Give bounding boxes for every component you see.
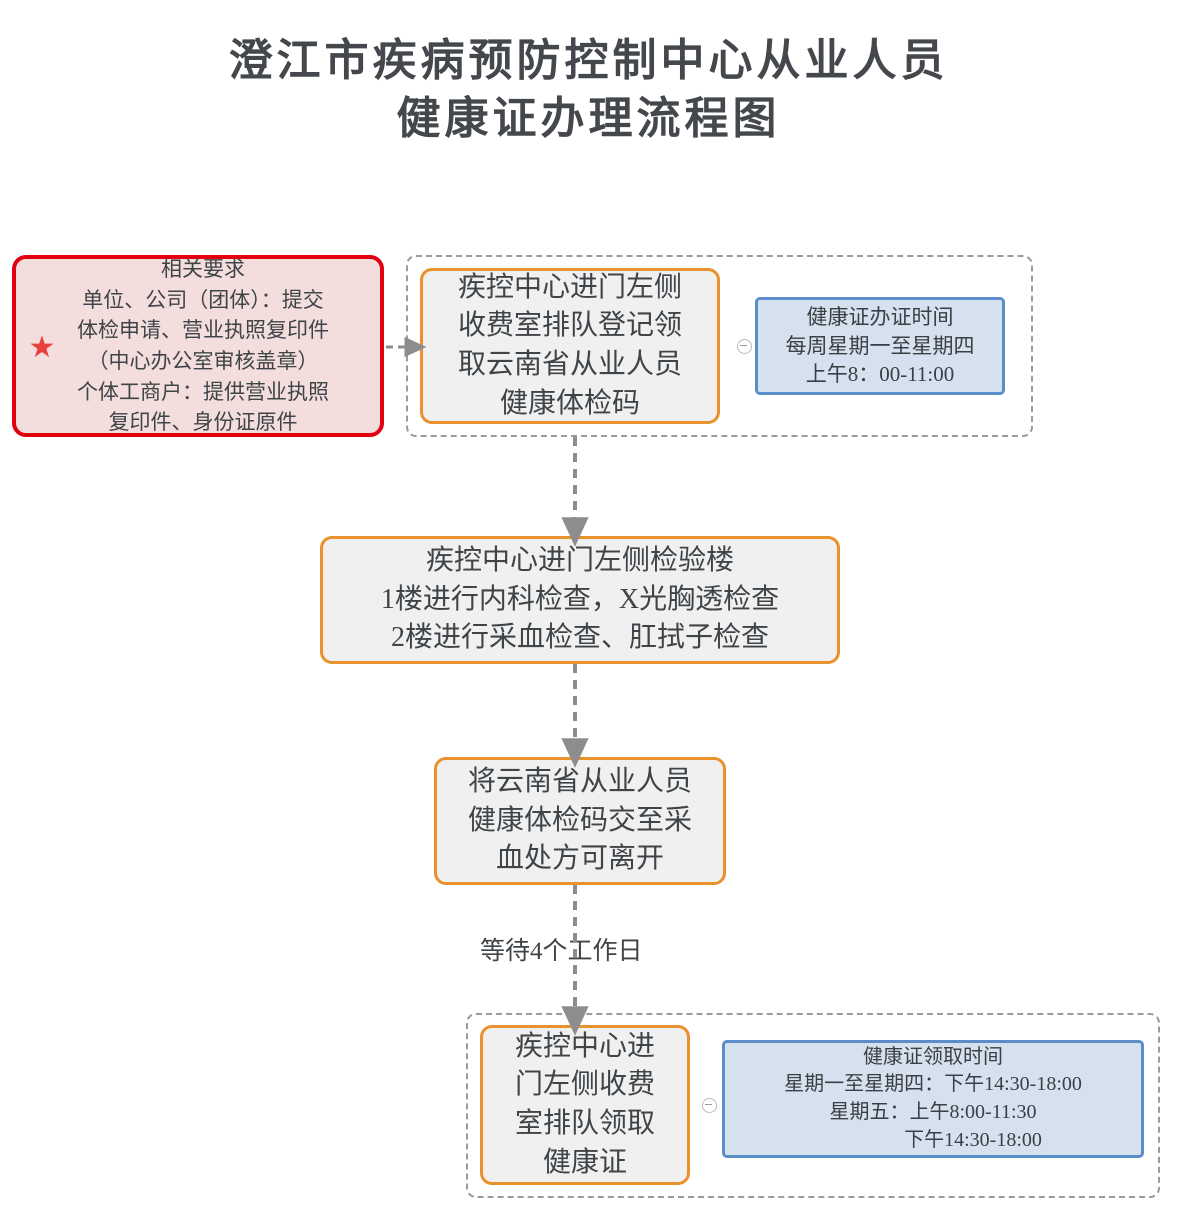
step-4-box: 疾控中心进 门左侧收费 室排队领取 健康证 <box>480 1025 690 1185</box>
page-title-line-2: 健康证办理流程图 <box>396 94 781 143</box>
step-2-text: 疾控中心进门左侧检验楼 1楼进行内科检查，X光胸透检查 2楼进行采血检查、肛拭子… <box>380 545 780 654</box>
step-1-text: 疾控中心进门左侧 收费室排队登记领 取云南省从业人员 健康体检码 <box>457 271 682 419</box>
edge-label-wait: 等待4个工作日 <box>474 931 649 967</box>
page-title-line-1: 澄江市疾病预防控制中心从业人员 <box>228 36 949 85</box>
step-4-text: 疾控中心进 门左侧收费 室排队领取 健康证 <box>514 1030 655 1178</box>
collapse-toggle-registration[interactable] <box>737 339 752 354</box>
note-apply-time-text: 健康证办证时间 每周星期一至星期四 上午8：00-11:00 <box>785 304 975 387</box>
requirements-text: 相关要求 单位、公司（团体）：提交 体检申请、营业执照复印件 （中心办公室审核盖… <box>77 257 329 435</box>
step-3-text: 将云南省从业人员 健康体检码交至采 血处方可离开 <box>467 766 692 875</box>
step-3-box: 将云南省从业人员 健康体检码交至采 血处方可离开 <box>434 757 726 885</box>
collapse-toggle-collection[interactable] <box>702 1098 717 1113</box>
star-icon: ★ <box>28 331 56 364</box>
step-2-box: 疾控中心进门左侧检验楼 1楼进行内科检查，X光胸透检查 2楼进行采血检查、肛拭子… <box>320 536 840 664</box>
group-container-collection <box>466 1013 1160 1198</box>
note-collect-time-text: 健康证领取时间 星期一至星期四：下午14:30-18:00 星期五：上午8:00… <box>784 1045 1082 1151</box>
note-apply-time-box: 健康证办证时间 每周星期一至星期四 上午8：00-11:00 <box>755 297 1005 395</box>
note-collect-time-box: 健康证领取时间 星期一至星期四：下午14:30-18:00 星期五：上午8:00… <box>722 1040 1144 1158</box>
requirements-box: 相关要求 单位、公司（团体）：提交 体检申请、营业执照复印件 （中心办公室审核盖… <box>12 255 384 437</box>
page-title: 澄江市疾病预防控制中心从业人员 健康证办理流程图 <box>0 32 1177 148</box>
step-1-box: 疾控中心进门左侧 收费室排队登记领 取云南省从业人员 健康体检码 <box>420 268 720 424</box>
